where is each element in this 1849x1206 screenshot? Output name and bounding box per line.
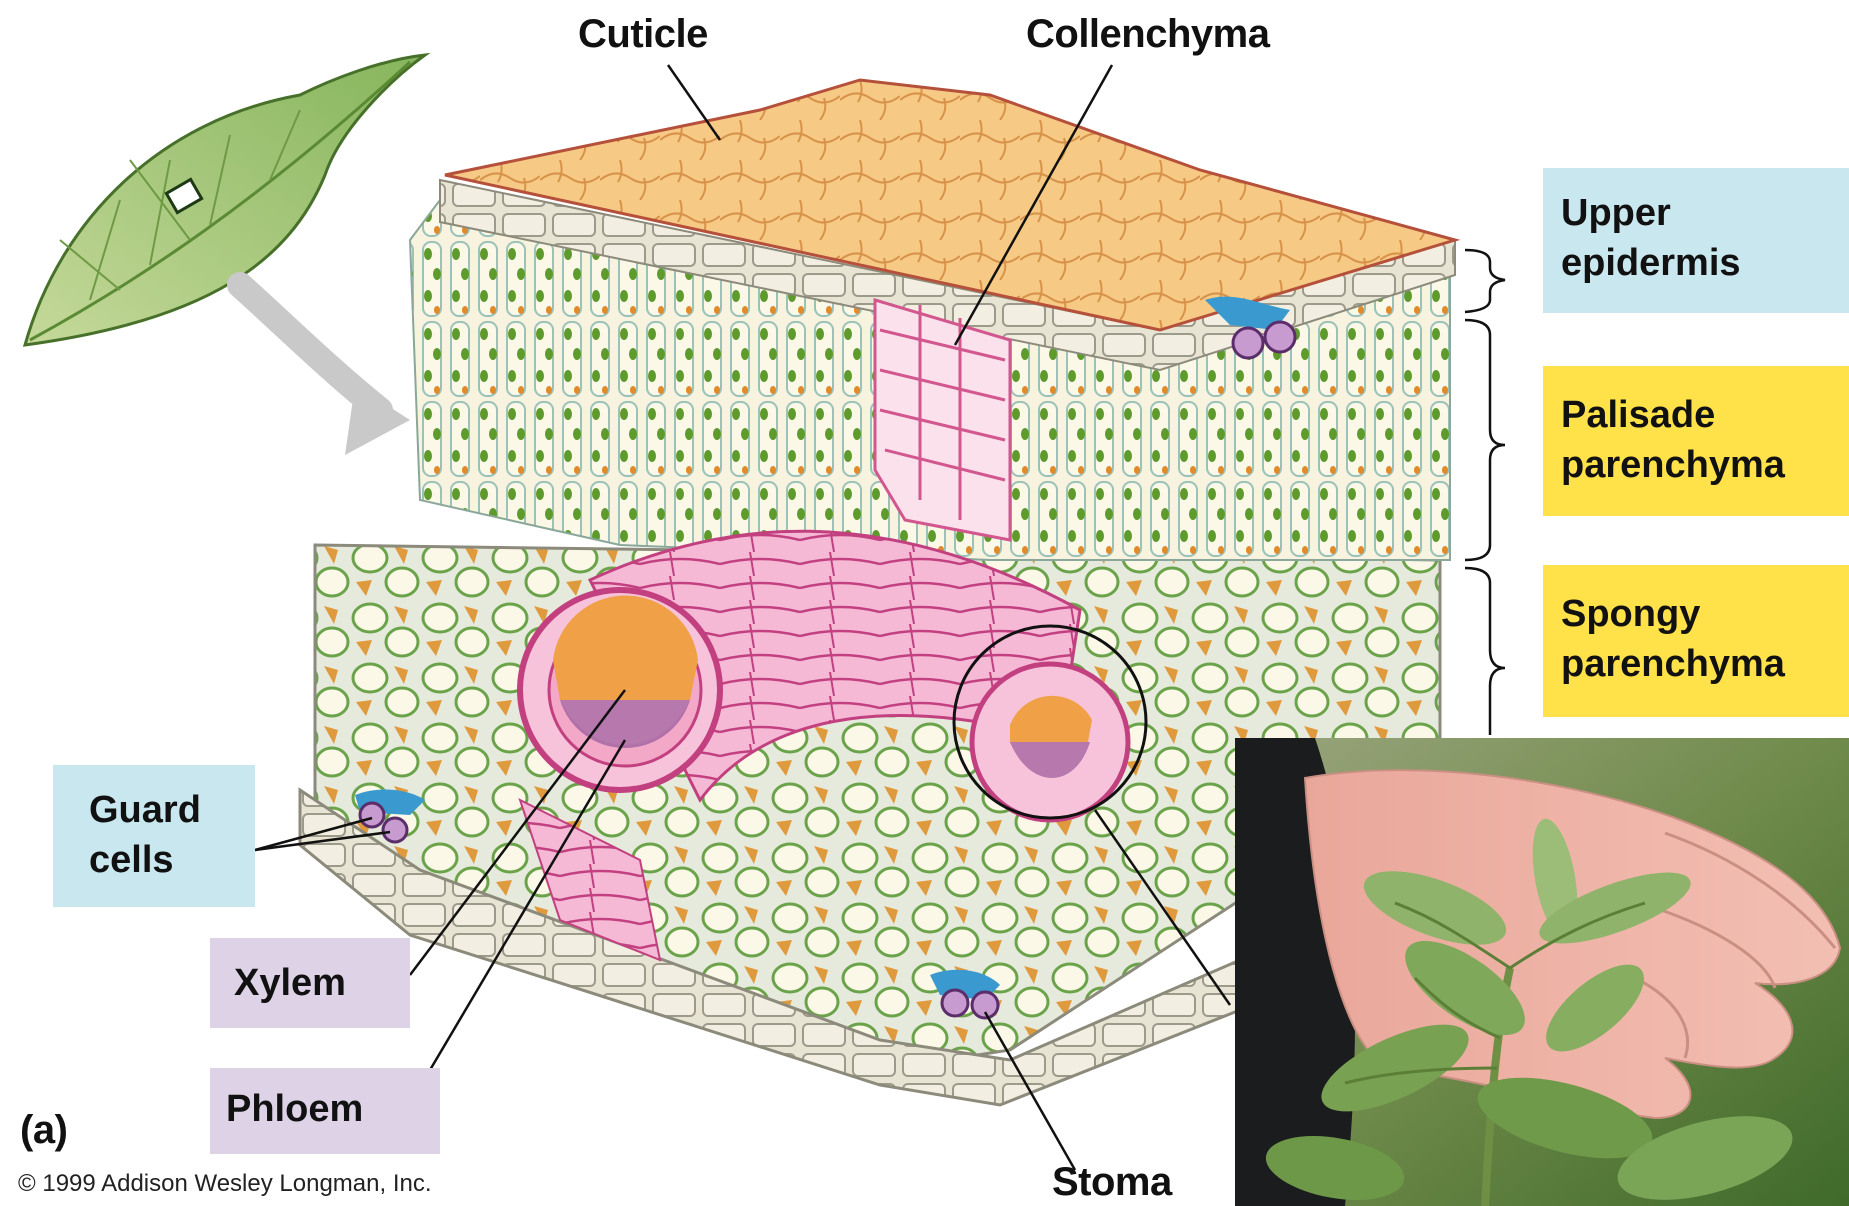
- palisade-parenchyma-label-line-1: Palisade: [1561, 390, 1849, 440]
- layer-braces: [1465, 250, 1505, 735]
- guard-cells-label: Guard cells: [53, 765, 255, 907]
- panel-letter: (a): [20, 1108, 67, 1153]
- spongy-parenchyma-label-line-2: parenchyma: [1561, 639, 1849, 689]
- collenchyma-label: Collenchyma: [1026, 12, 1269, 57]
- upper-epidermis-label-line-2: epidermis: [1561, 238, 1849, 288]
- palisade-parenchyma-label: Palisade parenchyma: [1543, 366, 1849, 516]
- xylem-label-text: Xylem: [234, 958, 410, 1008]
- collenchyma-column: [875, 300, 1010, 540]
- spongy-parenchyma-label-line-1: Spongy: [1561, 589, 1849, 639]
- copyright-notice: © 1999 Addison Wesley Longman, Inc.: [18, 1170, 432, 1198]
- upper-epidermis-label: Upper epidermis: [1543, 168, 1849, 313]
- plant-photo-inset: [1235, 738, 1849, 1206]
- spongy-parenchyma-label: Spongy parenchyma: [1543, 565, 1849, 717]
- phloem-label-text: Phloem: [226, 1084, 440, 1134]
- leaf-icon: [25, 55, 425, 345]
- arrow-icon: [240, 285, 410, 455]
- phloem-label: Phloem: [210, 1068, 440, 1154]
- xylem-label: Xylem: [210, 938, 410, 1028]
- guard-cells-label-line-2: cells: [89, 835, 255, 885]
- stoma-label: Stoma: [1052, 1160, 1172, 1205]
- upper-epidermis-label-line-1: Upper: [1561, 188, 1849, 238]
- palisade-parenchyma-label-line-2: parenchyma: [1561, 440, 1849, 490]
- cuticle-label: Cuticle: [578, 12, 708, 57]
- guard-cells-label-line-1: Guard: [89, 785, 255, 835]
